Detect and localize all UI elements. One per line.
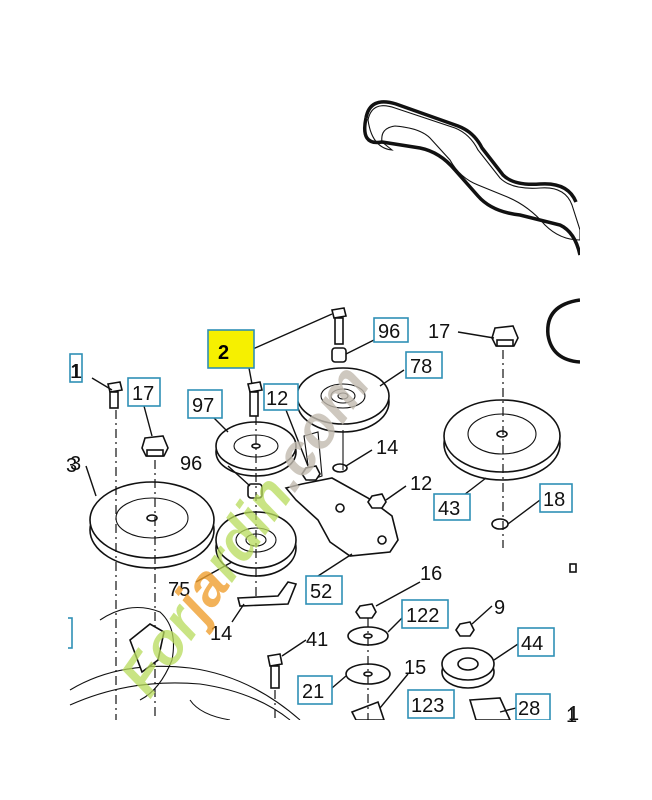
- callout-43: 43: [438, 498, 460, 520]
- callout-box-97: [187, 389, 223, 419]
- callout-3: 3: [70, 453, 81, 475]
- callout-1-edge: 1: [566, 705, 577, 727]
- callout-box-28: [515, 693, 551, 721]
- callout-78: 78: [410, 356, 432, 378]
- callout-1-edge-left: 1: [70, 361, 81, 383]
- callout-18: 18: [543, 489, 565, 511]
- bolt-part-2-left: [247, 381, 263, 417]
- nut-part-12-right: [367, 493, 387, 509]
- callout-box-2: [207, 329, 255, 369]
- bracket-part-14: [236, 581, 298, 607]
- callout-labels: 2 96 17 78 1 17 97 12 14 96 3 12 43 18 7…: [65, 317, 579, 725]
- callout-box-44: [517, 627, 555, 657]
- drive-belt: [363, 100, 582, 364]
- callout-box-18: [539, 483, 573, 513]
- callout-123: 123: [411, 695, 444, 717]
- callout-box-12-upper: [263, 383, 299, 411]
- idler-arm-part-52: [284, 431, 399, 557]
- bolt-part-41: [267, 653, 283, 689]
- nut-part-17-left: [141, 435, 169, 457]
- callout-box-96-upper: [373, 317, 409, 343]
- spacer-part-96-upper: [331, 347, 347, 363]
- callout-52: 52: [310, 581, 332, 603]
- bolt-part-1: [107, 381, 123, 409]
- callout-box-1: [69, 353, 83, 383]
- nut-part-18: [491, 518, 509, 530]
- nut-part-16: [355, 603, 377, 619]
- pulley-part-43: [443, 399, 561, 481]
- callout-96-lower: 96: [180, 453, 202, 475]
- callout-122: 122: [406, 605, 439, 627]
- callout-12-upper: 12: [266, 388, 288, 410]
- callout-9: 9: [494, 597, 505, 619]
- callout-21: 21: [302, 681, 324, 703]
- callout-15: 15: [404, 657, 426, 679]
- callout-box-43: [433, 493, 471, 521]
- callout-1-lower: 1: [568, 703, 579, 725]
- bolt-part-1-lower: [569, 563, 577, 573]
- callout-2: 2: [218, 342, 229, 364]
- callout-box-123: [407, 689, 455, 719]
- callout-16: 16: [420, 563, 442, 585]
- nut-part-9: [455, 621, 475, 637]
- blade-housing: [69, 607, 301, 721]
- callout-14-lower: 14: [210, 623, 232, 645]
- callout-75: 75: [168, 579, 190, 601]
- bearing-part-44: [441, 647, 495, 689]
- callout-box-21: [297, 675, 333, 705]
- callout-box-52: [305, 575, 343, 605]
- nut-part-17-right: [491, 325, 519, 347]
- spacer-part-96-lower: [247, 483, 263, 499]
- callout-3-edge: 3: [66, 455, 77, 477]
- callout-97: 97: [192, 395, 214, 417]
- pulley-part-97: [215, 421, 297, 477]
- callout-17-right: 17: [428, 321, 450, 343]
- callout-28: 28: [518, 698, 540, 720]
- callout-41: 41: [306, 629, 328, 651]
- callout-box-17-left: [127, 377, 161, 407]
- nut-part-12-left: [301, 465, 321, 481]
- callout-96-upper: 96: [378, 321, 400, 343]
- callout-1: 1: [71, 361, 82, 383]
- callout-14-upper: 14: [376, 437, 398, 459]
- idler-pulley-part-78: [296, 367, 390, 433]
- callout-17-left: 17: [132, 383, 154, 405]
- pulley-part-3: [89, 481, 215, 569]
- callout-box-122: [401, 599, 449, 629]
- callout-box-78: [405, 351, 443, 379]
- leader-lines: [85, 313, 541, 713]
- bolt-part-2: [331, 307, 347, 345]
- pulley-part-75: [215, 511, 297, 577]
- callout-12-lower: 12: [410, 473, 432, 495]
- washer-part-14: [332, 463, 348, 473]
- blade-part-28: [468, 697, 512, 721]
- callout-44: 44: [521, 633, 543, 655]
